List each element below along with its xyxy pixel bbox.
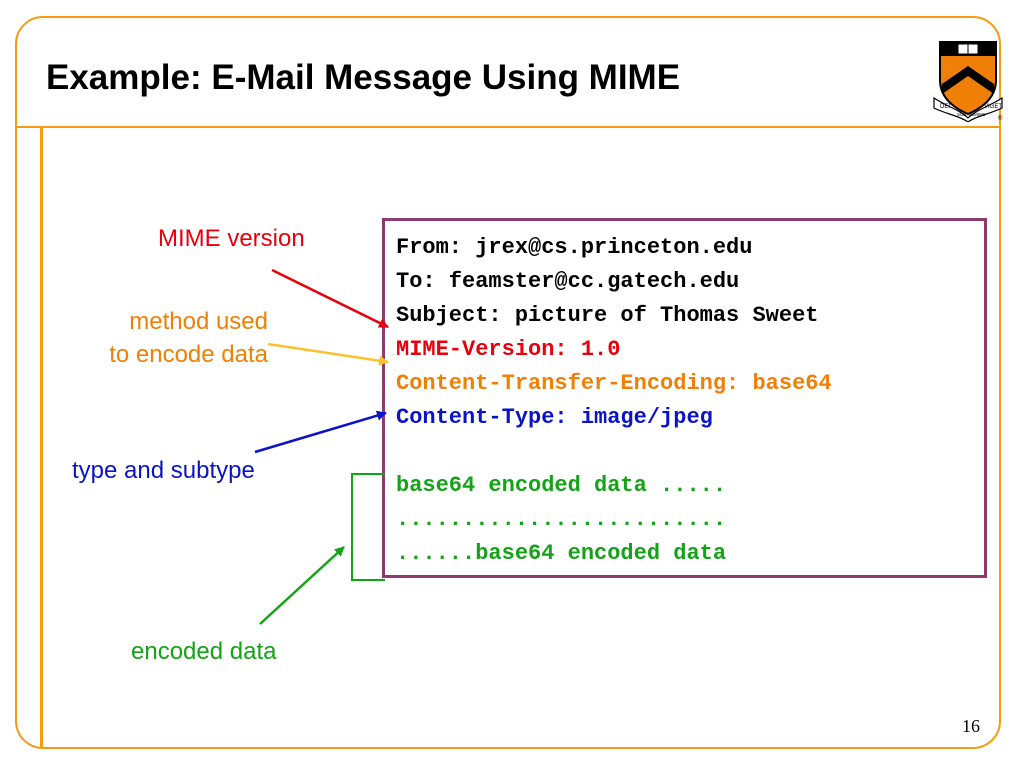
encoded-data-line-3: ......base64 encoded data: [396, 541, 727, 566]
content-transfer-encoding-header: Content-Transfer-Encoding: base64: [396, 371, 832, 396]
mime-version-arrow: [271, 268, 389, 329]
type-subtype-annotation: type and subtype: [72, 457, 255, 484]
encoding-arrow: [267, 342, 389, 366]
email-message-box: From: jrex@cs.princeton.edu To: feamster…: [382, 218, 987, 578]
type-subtype-arrow: [254, 410, 387, 454]
encoding-annotation-line-1: method used: [129, 308, 268, 335]
encoded-data-arrow: [259, 546, 345, 625]
page-title: Example: E-Mail Message Using MIME: [46, 58, 681, 97]
encoded-data-line-1: base64 encoded data .....: [396, 473, 727, 498]
content-type-header: Content-Type: image/jpeg: [396, 405, 713, 430]
encoded-data-bracket: [351, 473, 385, 581]
left-accent-rule: [40, 127, 43, 747]
svg-text:®: ®: [998, 115, 1003, 122]
email-from-line: From: jrex@cs.princeton.edu: [396, 235, 753, 260]
mime-version-header: MIME-Version: 1.0: [396, 337, 621, 362]
mime-version-annotation: MIME version: [158, 225, 305, 252]
email-to-line: To: feamster@cc.gatech.edu: [396, 269, 740, 294]
email-subject-line: Subject: picture of Thomas Sweet: [396, 303, 819, 328]
shield-logo-icon: DEI SUB NUMINE VIGET ®: [933, 41, 1003, 122]
svg-text:DEI: DEI: [940, 104, 950, 110]
svg-text:VIGET: VIGET: [984, 104, 1002, 110]
title-divider: [16, 126, 1000, 128]
svg-text:SUB NUMINE: SUB NUMINE: [957, 112, 985, 117]
page-number: 16: [962, 716, 980, 736]
encoding-annotation-line-2: to encode data: [109, 341, 268, 368]
encoded-data-line-2: .........................: [396, 507, 727, 532]
encoded-data-annotation: encoded data: [131, 638, 277, 665]
slide-frame: [15, 16, 1001, 749]
